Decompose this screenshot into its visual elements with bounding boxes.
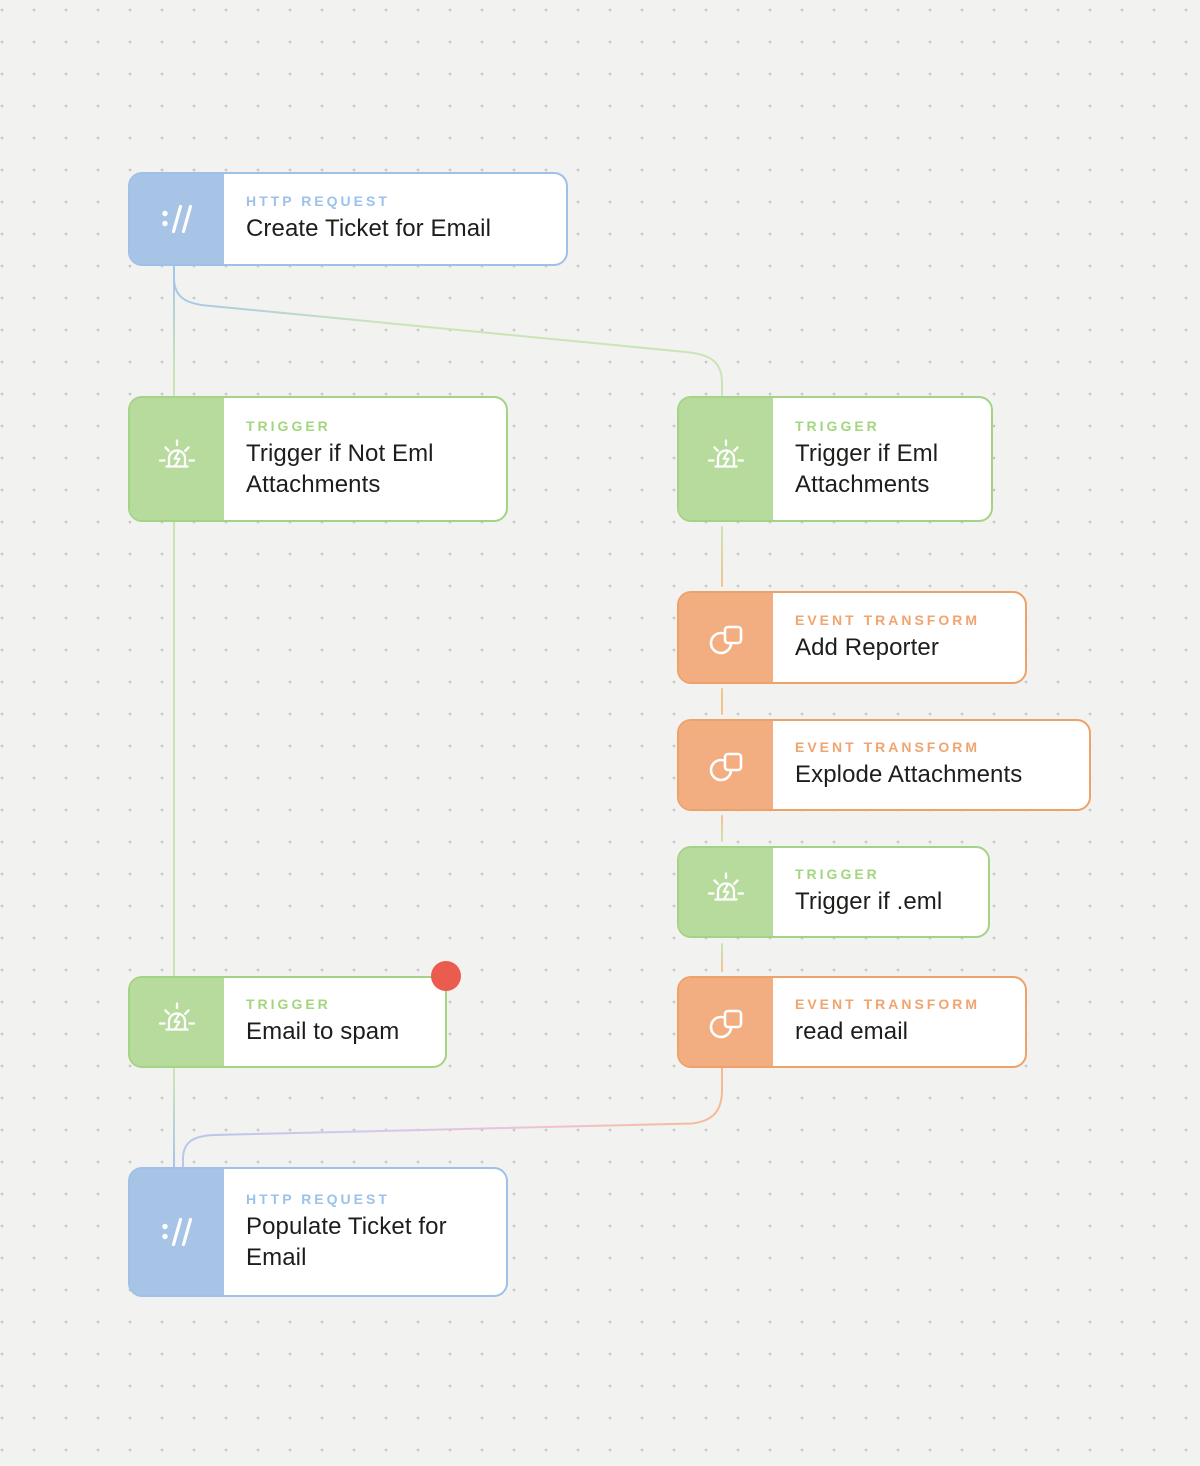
circle-square-transform-icon (679, 721, 773, 809)
node-type-label: HTTP REQUEST (246, 193, 390, 209)
node-create-ticket-for-email[interactable]: HTTP REQUEST Create Ticket for Email (128, 172, 568, 266)
node-email-to-spam[interactable]: TRIGGER Email to spam (128, 961, 461, 1068)
node-trigger-if-not-eml-attachments[interactable]: TRIGGER Trigger if Not Eml Attachments (128, 396, 508, 522)
circle-square-transform-icon (679, 593, 773, 682)
siren-trigger-icon (679, 398, 773, 520)
node-trigger-if-eml[interactable]: TRIGGER Trigger if .eml (677, 846, 990, 938)
node-type-label: EVENT TRANSFORM (795, 611, 980, 628)
siren-trigger-icon (130, 398, 224, 520)
node-title: Email to spam (246, 1018, 400, 1045)
node-type-label: TRIGGER (246, 417, 331, 434)
node-trigger-if-eml-attachments[interactable]: TRIGGER Trigger if Eml Attachments (677, 396, 993, 522)
node-title: Trigger if Not Eml Attachments (246, 439, 434, 498)
node-type-label: TRIGGER (795, 417, 880, 434)
siren-trigger-icon (679, 848, 773, 936)
http-request-icon (130, 1169, 224, 1295)
node-read-email[interactable]: EVENT TRANSFORM read email (677, 976, 1027, 1068)
http-request-icon (130, 174, 224, 264)
node-title: Trigger if .eml (795, 888, 943, 915)
wire-create-to-eml (173, 267, 723, 397)
node-type-label: EVENT TRANSFORM (795, 996, 980, 1012)
siren-trigger-icon (130, 978, 224, 1066)
node-populate-ticket-for-email[interactable]: HTTP REQUEST Populate Ticket for Email (128, 1167, 508, 1297)
node-title: Explode Attachments (795, 761, 1023, 788)
status-dot[interactable] (431, 961, 461, 991)
node-type-label: TRIGGER (246, 996, 331, 1012)
node-title: Trigger if Eml Attachments (795, 439, 939, 498)
node-title: Populate Ticket for Email (246, 1212, 447, 1271)
node-title: read email (795, 1018, 909, 1045)
node-title: Add Reporter (795, 633, 939, 661)
node-add-reporter[interactable]: EVENT TRANSFORM Add Reporter (677, 591, 1027, 684)
node-explode-attachments[interactable]: EVENT TRANSFORM Explode Attachments (677, 719, 1091, 811)
node-type-label: TRIGGER (795, 866, 880, 882)
node-title: Create Ticket for Email (246, 215, 492, 242)
node-type-label: HTTP REQUEST (246, 1190, 390, 1207)
circle-square-transform-icon (679, 978, 773, 1066)
wire-read-email-to-populate (182, 1067, 723, 1168)
node-type-label: EVENT TRANSFORM (795, 739, 980, 755)
